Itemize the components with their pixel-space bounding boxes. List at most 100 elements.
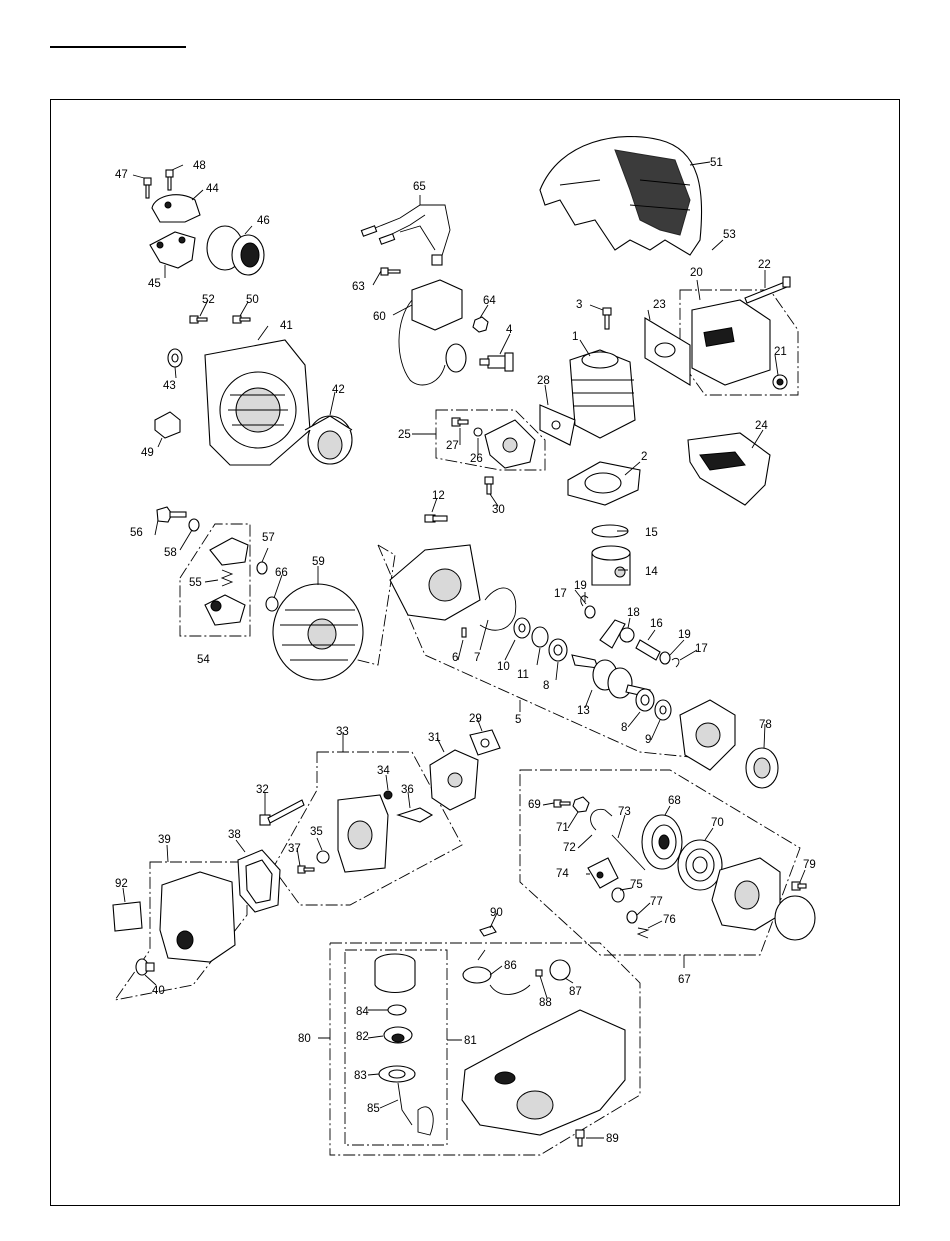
intake-part-25 <box>485 420 535 468</box>
spring-part-72 <box>591 809 612 830</box>
callout-6: 6 <box>452 652 458 664</box>
callout-64: 64 <box>483 295 496 307</box>
callout-30: 30 <box>492 504 505 516</box>
screw-part-89 <box>576 1130 584 1146</box>
callout-13: 13 <box>577 705 590 717</box>
callout-57: 57 <box>262 532 275 544</box>
washer-part-43 <box>168 349 182 367</box>
screw-part-69 <box>554 800 570 807</box>
bearing-part-8-top <box>549 639 567 661</box>
gasket-part-23 <box>645 318 690 385</box>
callout-48: 48 <box>193 160 206 172</box>
starter-pulley-part-78 <box>746 748 778 788</box>
washer-part-66 <box>266 597 278 611</box>
callout-75: 75 <box>630 879 643 891</box>
callout-26: 26 <box>470 453 483 465</box>
callout-16: 16 <box>650 618 663 630</box>
fuel-line-part-85 <box>398 1083 433 1135</box>
grommet-part-86 <box>463 950 530 994</box>
bolt-part-79 <box>792 882 806 890</box>
callout-25: 25 <box>398 429 411 441</box>
callout-34: 34 <box>377 765 390 777</box>
carburetor-part-31 <box>430 750 478 810</box>
callout-83: 83 <box>354 1070 367 1082</box>
seal-part-84 <box>388 1005 406 1015</box>
callout-66: 66 <box>275 567 288 579</box>
bolt-part-56 <box>157 507 186 522</box>
washer-part-57 <box>257 562 267 574</box>
base-gasket-part-2 <box>568 462 640 505</box>
callout-70: 70 <box>711 817 724 829</box>
callout-71: 71 <box>556 822 569 834</box>
bolt-part-32 <box>260 800 304 825</box>
callout-46: 46 <box>257 215 270 227</box>
choke-part-35 <box>317 851 329 863</box>
bearing-part-8-bottom <box>636 689 654 711</box>
callout-65: 65 <box>413 181 426 193</box>
starter-housing-part <box>712 858 780 930</box>
screw-part-75 <box>612 888 624 902</box>
screw-part-48 <box>166 170 173 190</box>
gasket-part-29 <box>470 730 500 755</box>
callout-1: 1 <box>572 331 578 343</box>
ignition-module-part-60 <box>399 280 466 385</box>
wire-harness-part-65 <box>361 205 450 265</box>
callout-10: 10 <box>497 661 510 673</box>
callout-31: 31 <box>428 732 441 744</box>
callout-12: 12 <box>432 490 445 502</box>
callout-82-label: 82 <box>356 1031 369 1043</box>
exhaust-cover-part-24 <box>688 433 770 505</box>
callout-33: 33 <box>336 726 349 738</box>
callout-92: 92 <box>115 878 128 890</box>
callout-52: 52 <box>202 294 215 306</box>
screw-part-37 <box>298 866 314 873</box>
bushing-part-46 <box>207 226 264 275</box>
callout-14: 14 <box>645 566 658 578</box>
fan-housing-part-41 <box>205 340 310 465</box>
fitting-part-36 <box>398 808 432 822</box>
callout-54-label: 54 <box>197 654 210 666</box>
washer-part-19-left <box>585 606 595 618</box>
callout-15: 15 <box>645 527 658 539</box>
callout-81: 81 <box>464 1035 477 1047</box>
callout-63: 63 <box>352 281 365 293</box>
callout-67: 67 <box>678 974 691 986</box>
nut-part-71 <box>573 797 589 812</box>
callout-23: 23 <box>653 299 666 311</box>
washer-part-58 <box>189 519 199 531</box>
callout-79: 79 <box>803 859 816 871</box>
callout-40: 40 <box>152 985 165 997</box>
bolt-part-12 <box>425 515 447 522</box>
crankcase-half-right <box>680 700 735 770</box>
callout-80: 80 <box>298 1033 311 1045</box>
callout-29: 29 <box>469 713 482 725</box>
callout-77: 77 <box>650 896 663 908</box>
screw-part-27 <box>452 418 468 426</box>
callout-42: 42 <box>332 384 345 396</box>
callout-72: 72 <box>563 842 576 854</box>
washer-part-26 <box>474 428 482 436</box>
callout-2: 2 <box>641 451 647 463</box>
nut-part-34 <box>384 791 392 799</box>
callout-89: 89 <box>606 1133 619 1145</box>
air-filter-cover-part-39 <box>160 872 235 962</box>
callout-50: 50 <box>246 294 259 306</box>
callout-7: 7 <box>474 652 480 664</box>
callout-86: 86 <box>504 960 517 972</box>
flywheel-part-59 <box>273 584 363 680</box>
circlip-part-17-left <box>581 596 588 606</box>
callout-56: 56 <box>130 527 143 539</box>
rope-part-73 <box>612 835 645 870</box>
callout-35: 35 <box>310 826 323 838</box>
callout-58: 58 <box>164 547 177 559</box>
callout-19-right: 19 <box>678 629 691 641</box>
clip-part-49 <box>155 412 180 438</box>
clutch-shoe-part-54 <box>205 538 248 625</box>
callout-85: 85 <box>367 1103 380 1115</box>
callout-20: 20 <box>690 267 703 279</box>
screw-part-52 <box>190 316 207 323</box>
callout-19-left: 19 <box>574 580 587 592</box>
callout-27: 27 <box>446 440 459 452</box>
screw-part-63 <box>381 268 400 275</box>
